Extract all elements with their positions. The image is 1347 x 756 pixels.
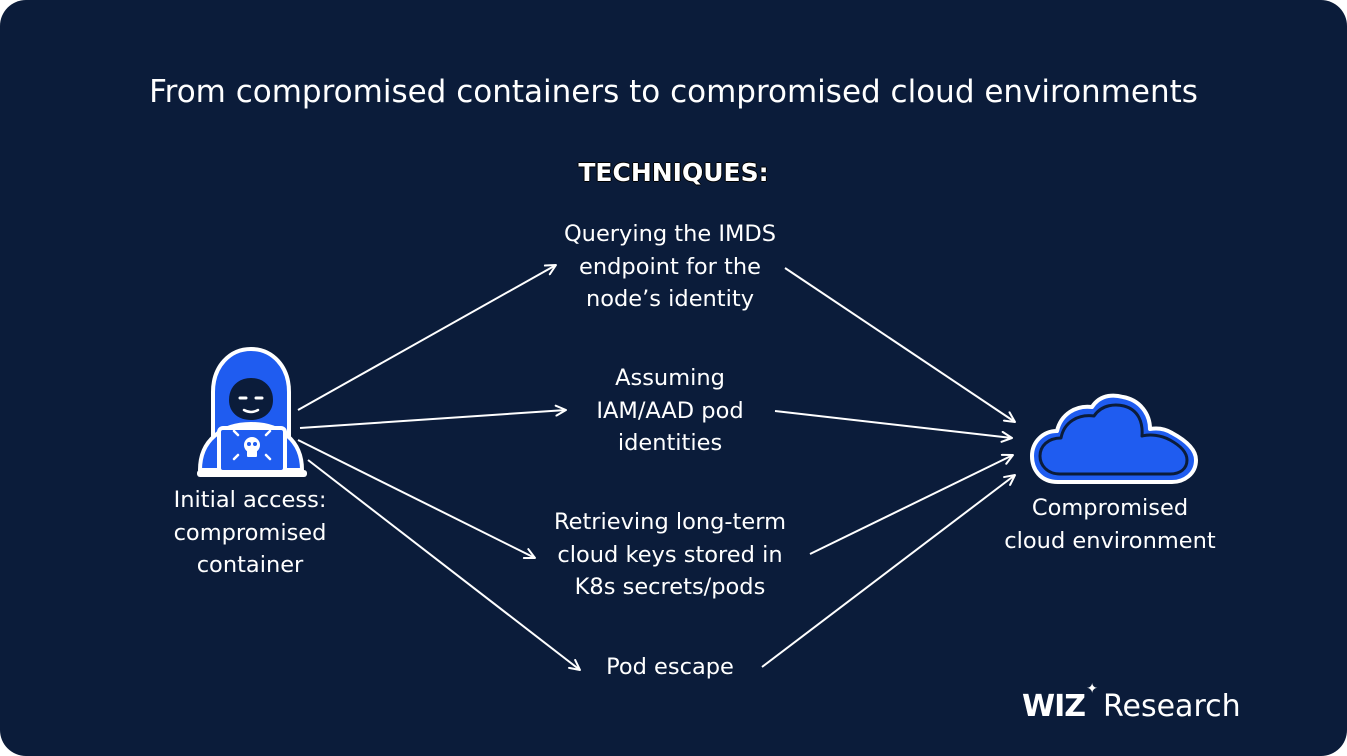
sparkle-icon: ✦ xyxy=(1086,681,1098,697)
cloud-icon xyxy=(1030,393,1198,484)
techniques-heading: TECHNIQUES: xyxy=(578,158,769,187)
arrow-technique-3-to-target xyxy=(809,453,1014,555)
technique-cloud-keys-label: Retrieving long-term cloud keys stored i… xyxy=(553,509,786,600)
arrow-technique-1-to-target xyxy=(784,267,1016,423)
hacker-skull-laptop-icon xyxy=(197,347,307,477)
diagram-title: From compromised containers to compromis… xyxy=(149,74,1198,110)
technique-imds-label: Querying the IMDS endpoint for the node’… xyxy=(563,221,777,312)
wiz-wordmark: WIZ ✦ xyxy=(1022,681,1098,724)
technique-pod-identities-label: Assuming IAM/AAD pod identities xyxy=(596,365,744,456)
arrow-technique-2-to-target xyxy=(774,410,1013,443)
arrow-source-to-technique-2 xyxy=(299,404,567,429)
wiz-wordmark-text: WIZ xyxy=(1022,689,1086,724)
technique-pod-escape-label: Pod escape xyxy=(606,654,734,680)
arrow-source-to-technique-1 xyxy=(297,264,557,411)
compromised-cloud-label: Compromised cloud environment xyxy=(1004,495,1216,554)
research-wordmark: Research xyxy=(1103,689,1241,724)
initial-access-label: Initial access: compromised container xyxy=(173,487,327,578)
arrow-source-to-technique-3 xyxy=(297,439,536,560)
wiz-research-logo: WIZ ✦ Research xyxy=(1022,680,1241,724)
arrow-source-to-technique-4 xyxy=(307,459,581,671)
arrow-technique-4-to-target xyxy=(761,474,1016,668)
